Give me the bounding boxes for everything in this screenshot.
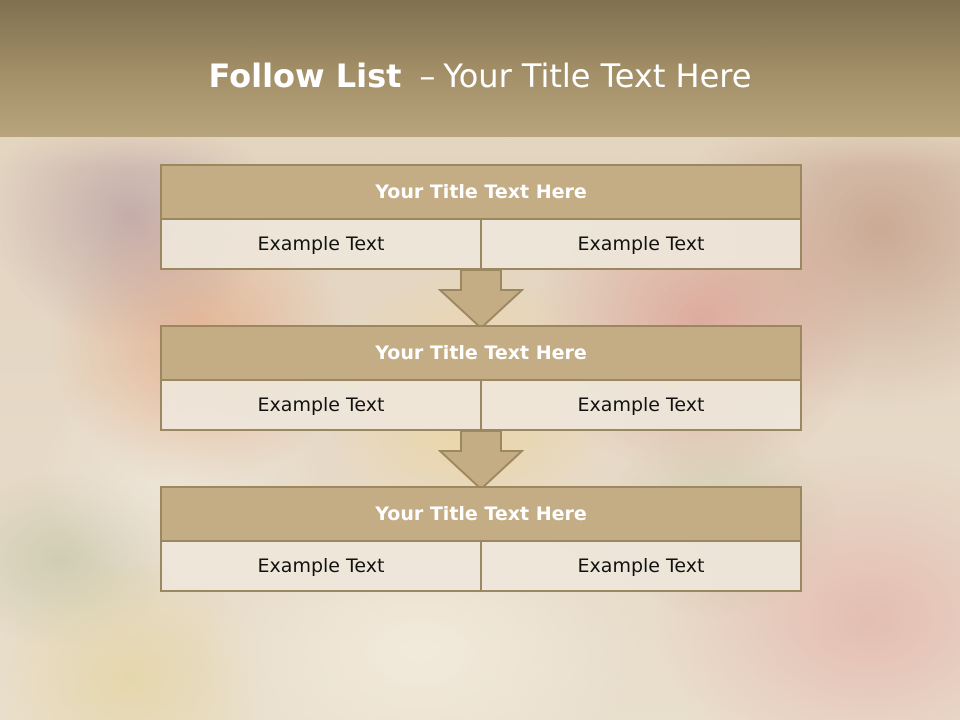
slide-title-text: Your Title Text Here [443, 57, 752, 95]
block-cell-left[interactable]: Example Text [160, 542, 482, 592]
list-block-2[interactable]: Your Title Text Here Example Text Exampl… [160, 325, 802, 431]
block-title[interactable]: Your Title Text Here [160, 325, 802, 381]
list-block-3[interactable]: Your Title Text Here Example Text Exampl… [160, 486, 802, 592]
slide-title-bold: Follow List [208, 57, 402, 95]
block-cell-left[interactable]: Example Text [160, 220, 482, 270]
block-cell-right[interactable]: Example Text [482, 542, 802, 592]
down-arrow-icon [438, 431, 524, 491]
block-cell-left[interactable]: Example Text [160, 381, 482, 431]
list-block-1[interactable]: Your Title Text Here Example Text Exampl… [160, 164, 802, 270]
block-row: Example Text Example Text [160, 381, 802, 431]
block-title[interactable]: Your Title Text Here [160, 164, 802, 220]
block-cell-right[interactable]: Example Text [482, 381, 802, 431]
block-row: Example Text Example Text [160, 542, 802, 592]
down-arrow-icon [438, 270, 524, 330]
block-row: Example Text Example Text [160, 220, 802, 270]
slide-title-dash: – [419, 57, 436, 95]
block-cell-right[interactable]: Example Text [482, 220, 802, 270]
slide-title[interactable]: Follow List–Your Title Text Here [0, 52, 960, 100]
title-banner [0, 0, 960, 137]
banner-fade [0, 137, 960, 167]
block-title[interactable]: Your Title Text Here [160, 486, 802, 542]
